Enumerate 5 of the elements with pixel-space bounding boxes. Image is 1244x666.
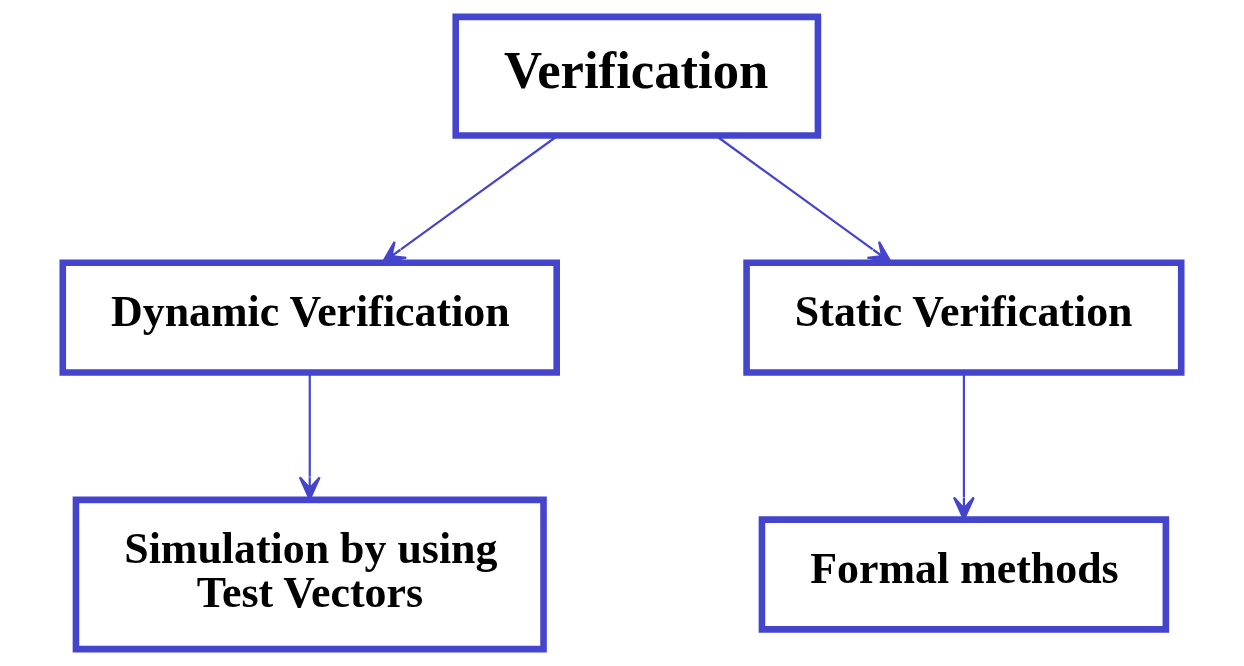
node-box: Formal methods <box>758 516 1170 633</box>
node-box: Static Verification <box>743 259 1185 376</box>
node-box: Simulation by using Test Vectors <box>72 496 547 653</box>
node-box: Dynamic Verification <box>59 259 560 376</box>
node-box: Verification <box>452 13 822 139</box>
